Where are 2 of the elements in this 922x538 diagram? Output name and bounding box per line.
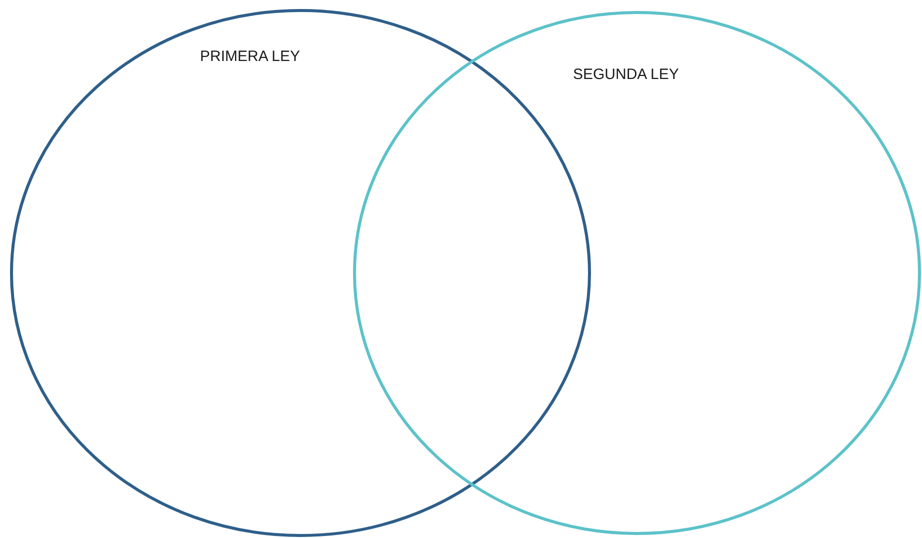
circle-label: SEGUNDA LEY [573,65,679,85]
circle-label: PRIMERA LEY [200,47,300,67]
